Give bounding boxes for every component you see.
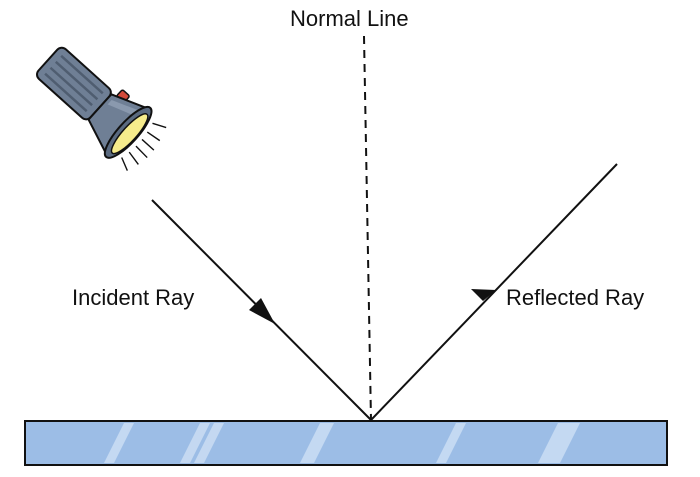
incident-ray-label: Incident Ray — [72, 285, 195, 310]
reflected-arrowhead — [471, 289, 496, 301]
normal-line-label: Normal Line — [290, 6, 409, 31]
reflected-ray-label: Reflected Ray — [506, 285, 645, 310]
light-rays — [121, 122, 167, 171]
normal-line — [363, 35, 372, 421]
reflected-ray — [370, 163, 618, 421]
flashlight-icon — [36, 46, 167, 171]
mirror-shine — [104, 423, 580, 463]
incident-arrowhead — [249, 298, 275, 324]
mirror-surface — [24, 420, 668, 466]
